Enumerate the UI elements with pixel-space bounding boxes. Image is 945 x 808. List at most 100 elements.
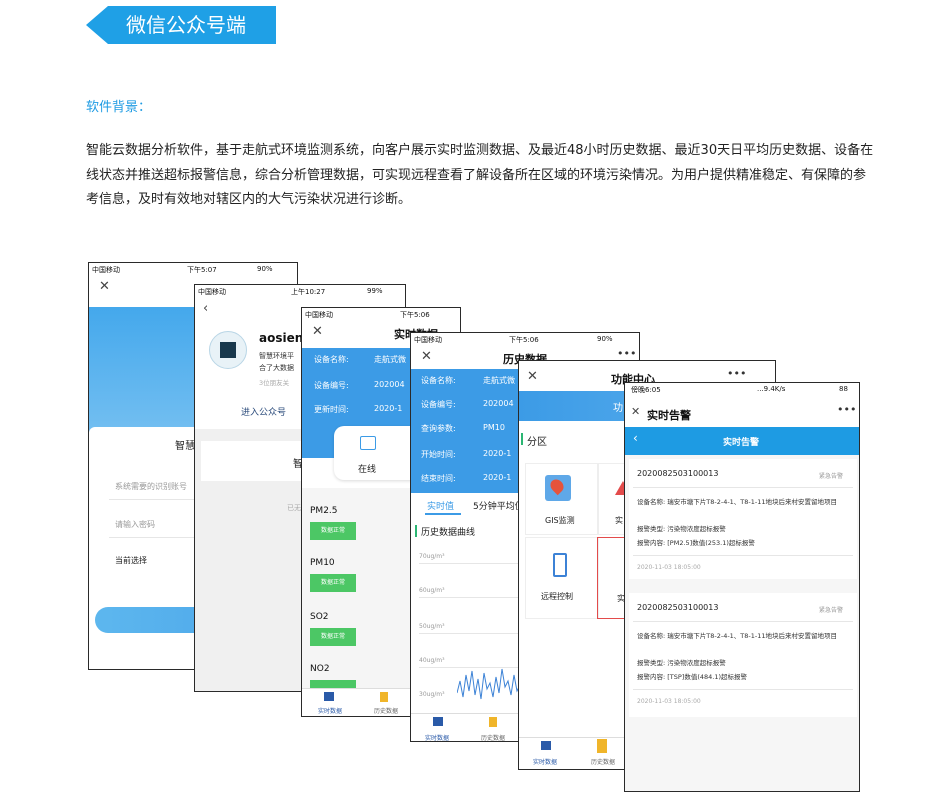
section-marker (521, 433, 523, 445)
carrier: 中国移动 (414, 336, 442, 344)
carrier: 中国移动 (198, 288, 226, 296)
row-value[interactable]: 2020-1 (483, 449, 512, 458)
logo-icon (220, 342, 236, 358)
realtime-tab-icon[interactable] (324, 692, 334, 701)
y-axis-label: 50ug/m³ (419, 623, 445, 630)
device-id-label: 设备编号: (314, 381, 349, 390)
status-bar: 中国移动 下午5:06 90% (411, 333, 639, 345)
id-input[interactable]: 系统需要的识别账号 (115, 482, 187, 491)
alarm-content: 报警内容: [PM2.5]数值(253.1)超标报警 (637, 539, 755, 547)
update-time-value: 2020-1 (374, 404, 403, 413)
realtime-tab-icon[interactable] (433, 717, 443, 726)
grid-line (419, 633, 519, 634)
alarm-card[interactable] (629, 459, 857, 579)
page-title: 实时告警 (647, 409, 691, 422)
active-tab-indicator (425, 513, 461, 515)
more-icon[interactable]: ••• (837, 403, 857, 416)
close-icon[interactable]: ✕ (312, 324, 323, 339)
status-badge: 数据正常 (310, 574, 356, 592)
grid-item-gis[interactable] (525, 463, 599, 535)
time: 下午5:06 (400, 311, 430, 319)
tab-realtime[interactable]: 实时数据 (533, 759, 558, 766)
back-icon[interactable]: ‹ (633, 431, 638, 445)
divider (633, 555, 853, 556)
row-value[interactable]: 2020-1 (483, 473, 512, 482)
alarm-time: 2020-11-03 18:05:00 (637, 564, 701, 571)
y-axis-label: 60ug/m³ (419, 587, 445, 594)
carrier: 中国移动 (92, 266, 120, 274)
account-avatar (209, 331, 247, 369)
grid-line (419, 667, 519, 668)
status-badge: 数据正常 (310, 522, 356, 540)
account-name: aosien2 (259, 331, 312, 345)
current-select[interactable]: 当前选择 (115, 556, 147, 565)
grid-line (419, 597, 519, 598)
y-axis-label: 30ug/m³ (419, 691, 445, 698)
alarm-card[interactable] (629, 593, 857, 717)
message-heading: 智 (293, 459, 303, 470)
alarm-device: 设备名称: 瑞安市塘下片T8-2-4-1、T8-1-11地块后来村安置留地项目 (637, 632, 838, 640)
tab-realtime[interactable]: 实时数据 (318, 708, 343, 715)
monitor-icon (360, 436, 376, 450)
close-icon[interactable]: ✕ (421, 349, 432, 364)
friends-follow: 3位朋友关 (259, 379, 290, 387)
phone-icon (553, 553, 567, 577)
close-icon[interactable]: ✕ (527, 369, 538, 384)
row-value: 走航式微 (483, 376, 515, 385)
grid-label: 实 (615, 516, 623, 525)
more-icon[interactable]: ••• (617, 347, 637, 360)
back-icon[interactable]: ‹ (203, 301, 209, 316)
tab-minute-average[interactable]: 5分钟平均值 (473, 502, 524, 512)
history-tab-icon[interactable] (380, 692, 388, 702)
password-input[interactable]: 请输入密码 (115, 520, 155, 529)
banner-title: 微信公众号端 (126, 13, 246, 37)
realtime-tab-icon[interactable] (541, 741, 551, 750)
close-icon[interactable]: ✕ (99, 279, 110, 294)
tab-realtime-value[interactable]: 实时值 (427, 502, 455, 512)
enter-account-link[interactable]: 进入公众号 (241, 408, 287, 418)
close-icon[interactable]: ✕ (631, 405, 641, 418)
grid-label: GIS监测 (545, 516, 575, 525)
row-label: 结束时间: (421, 474, 456, 483)
alarm-level: 紧急告警 (819, 473, 844, 480)
tab-history[interactable]: 历史数据 (591, 759, 616, 766)
grid-item-remote[interactable] (525, 537, 599, 619)
status-bar: 中国移动 下午5:06 (302, 308, 460, 320)
account-desc-1: 智慧环境平 (259, 352, 294, 360)
alarm-id: 2020082503100013 (637, 603, 719, 612)
row-label: 设备名称: (421, 376, 456, 385)
time: 下午5:06 (509, 336, 539, 344)
battery: 99% (367, 287, 383, 295)
grid-label: 远程控制 (541, 592, 573, 601)
y-axis-label: 70ug/m³ (419, 553, 445, 560)
online-label: 在线 (358, 465, 377, 475)
status-badge: 数据正常 (310, 628, 356, 646)
param-name: PM2.5 (310, 506, 338, 516)
device-name-value: 走航式微 (374, 355, 406, 364)
tab-history[interactable]: 历史数据 (481, 735, 506, 742)
divider (633, 487, 853, 488)
background-label: 软件背景： (86, 100, 152, 115)
status-badge (310, 680, 356, 688)
param-name: PM10 (310, 558, 335, 568)
curve-marker (415, 525, 417, 537)
no-more-hint: 已无 (287, 504, 301, 512)
more-icon[interactable]: ••• (727, 367, 747, 380)
history-curve (457, 668, 521, 700)
alarm-type: 报警类型: 污染物浓度超标报警 (637, 659, 726, 667)
phone-alarm: 傍晚6:05 ...9.4K/s 88 ✕ 实时告警 ••• ‹ 实时告警 20… (624, 382, 860, 792)
row-value[interactable]: PM10 (483, 423, 505, 432)
history-tab-icon[interactable] (489, 717, 497, 727)
alarm-content: 报警内容: [TSP]数值(484.1)超标报警 (637, 673, 748, 681)
update-time-label: 更新时间: (314, 405, 349, 414)
status-bar: 中国移动 上午10:27 99% (195, 285, 405, 297)
history-tab-icon[interactable] (597, 739, 607, 753)
divider (633, 621, 853, 622)
tab-realtime[interactable]: 实时数据 (425, 735, 450, 742)
grid-line (419, 563, 519, 564)
battery: 90% (257, 265, 273, 273)
row-label: 设备编号: (421, 400, 456, 409)
time: 下午5:07 (187, 266, 217, 274)
tab-history[interactable]: 历史数据 (374, 708, 399, 715)
status-bar: 傍晚6:05 ...9.4K/s 88 (625, 383, 859, 397)
